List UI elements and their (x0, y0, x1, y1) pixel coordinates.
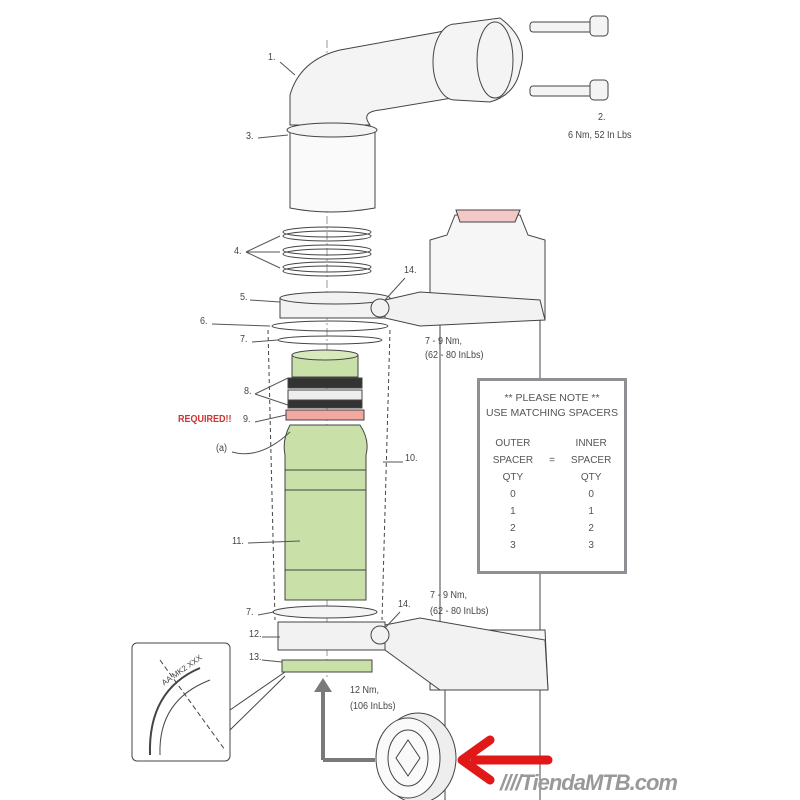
head-tube-outline (267, 329, 391, 621)
headset-tool (375, 712, 457, 800)
ring-7-lower (272, 605, 378, 619)
lower-cup-13 (281, 659, 373, 673)
note-subtitle: USE MATCHING SPACERS (485, 407, 619, 419)
inner-qty: 3 (588, 540, 594, 551)
stem-bolts (529, 15, 609, 101)
label-a: (a) (216, 443, 228, 454)
label-1: 1. (268, 52, 276, 63)
torque-upper-line2: (62 - 80 InLbs) (425, 350, 484, 361)
detail-inset (131, 642, 286, 762)
inner-qty: 1 (588, 506, 594, 517)
outer-qty: 2 (510, 523, 516, 534)
label-2: 2. (598, 112, 606, 123)
label-9: 9. (243, 414, 251, 425)
label-10: 10. (405, 453, 418, 464)
inner-qty: 2 (588, 523, 594, 534)
inner-header: INNER (575, 438, 607, 449)
torque-stem-bolts: 6 Nm, 52 In Lbs (568, 130, 632, 141)
label-14-lower: 14. (398, 599, 411, 610)
ring-7-upper (277, 335, 383, 345)
inner-header: SPACER (570, 455, 612, 466)
ring-6 (271, 320, 389, 332)
required-spacer (285, 409, 365, 421)
label-4: 4. (234, 246, 242, 257)
label-7-lower: 7. (246, 607, 254, 618)
equals-sign: = (549, 455, 555, 466)
label-6: 6. (200, 316, 208, 327)
label-3: 3. (246, 131, 254, 142)
label-5: 5. (240, 292, 248, 303)
install-arrow (314, 678, 375, 762)
watermark: ////TiendaMTB.com (500, 770, 678, 795)
red-arrow (457, 735, 553, 785)
label-7-upper: 7. (240, 334, 248, 345)
outer-header: OUTER (495, 438, 531, 449)
label-14-upper: 14. (404, 265, 417, 276)
label-11: 11. (232, 536, 244, 547)
torque-lower-line1: 7 - 9 Nm, (430, 590, 468, 601)
note-title: ** PLEASE NOTE ** (504, 392, 600, 404)
inner-qty: 0 (588, 489, 594, 500)
torque-cup-line1: 12 Nm, (350, 685, 380, 696)
headset-cartridge (283, 349, 368, 601)
label-12: 12. (249, 629, 262, 640)
upper-clamp (279, 291, 546, 327)
label-8: 8. (244, 386, 252, 397)
inner-header: QTY (580, 472, 602, 483)
spacers (282, 226, 372, 277)
required-label: REQUIRED!! (178, 414, 232, 425)
stem (286, 17, 523, 213)
torque-lower-line2: (62 - 80 InLbs) (430, 606, 489, 617)
outer-qty: 3 (510, 540, 516, 551)
torque-cup-line2: (106 InLbs) (350, 701, 396, 712)
label-13: 13. (249, 652, 262, 663)
outer-header: QTY (502, 472, 524, 483)
lower-clamp (277, 617, 549, 691)
torque-upper-line1: 7 - 9 Nm, (425, 336, 463, 347)
outer-qty: 0 (510, 489, 516, 500)
outer-qty: 1 (510, 506, 516, 517)
leader-lines (211, 61, 406, 663)
outer-header: SPACER (492, 455, 534, 466)
spacer-note-box: ** PLEASE NOTE ** USE MATCHING SPACERS O… (477, 378, 627, 574)
